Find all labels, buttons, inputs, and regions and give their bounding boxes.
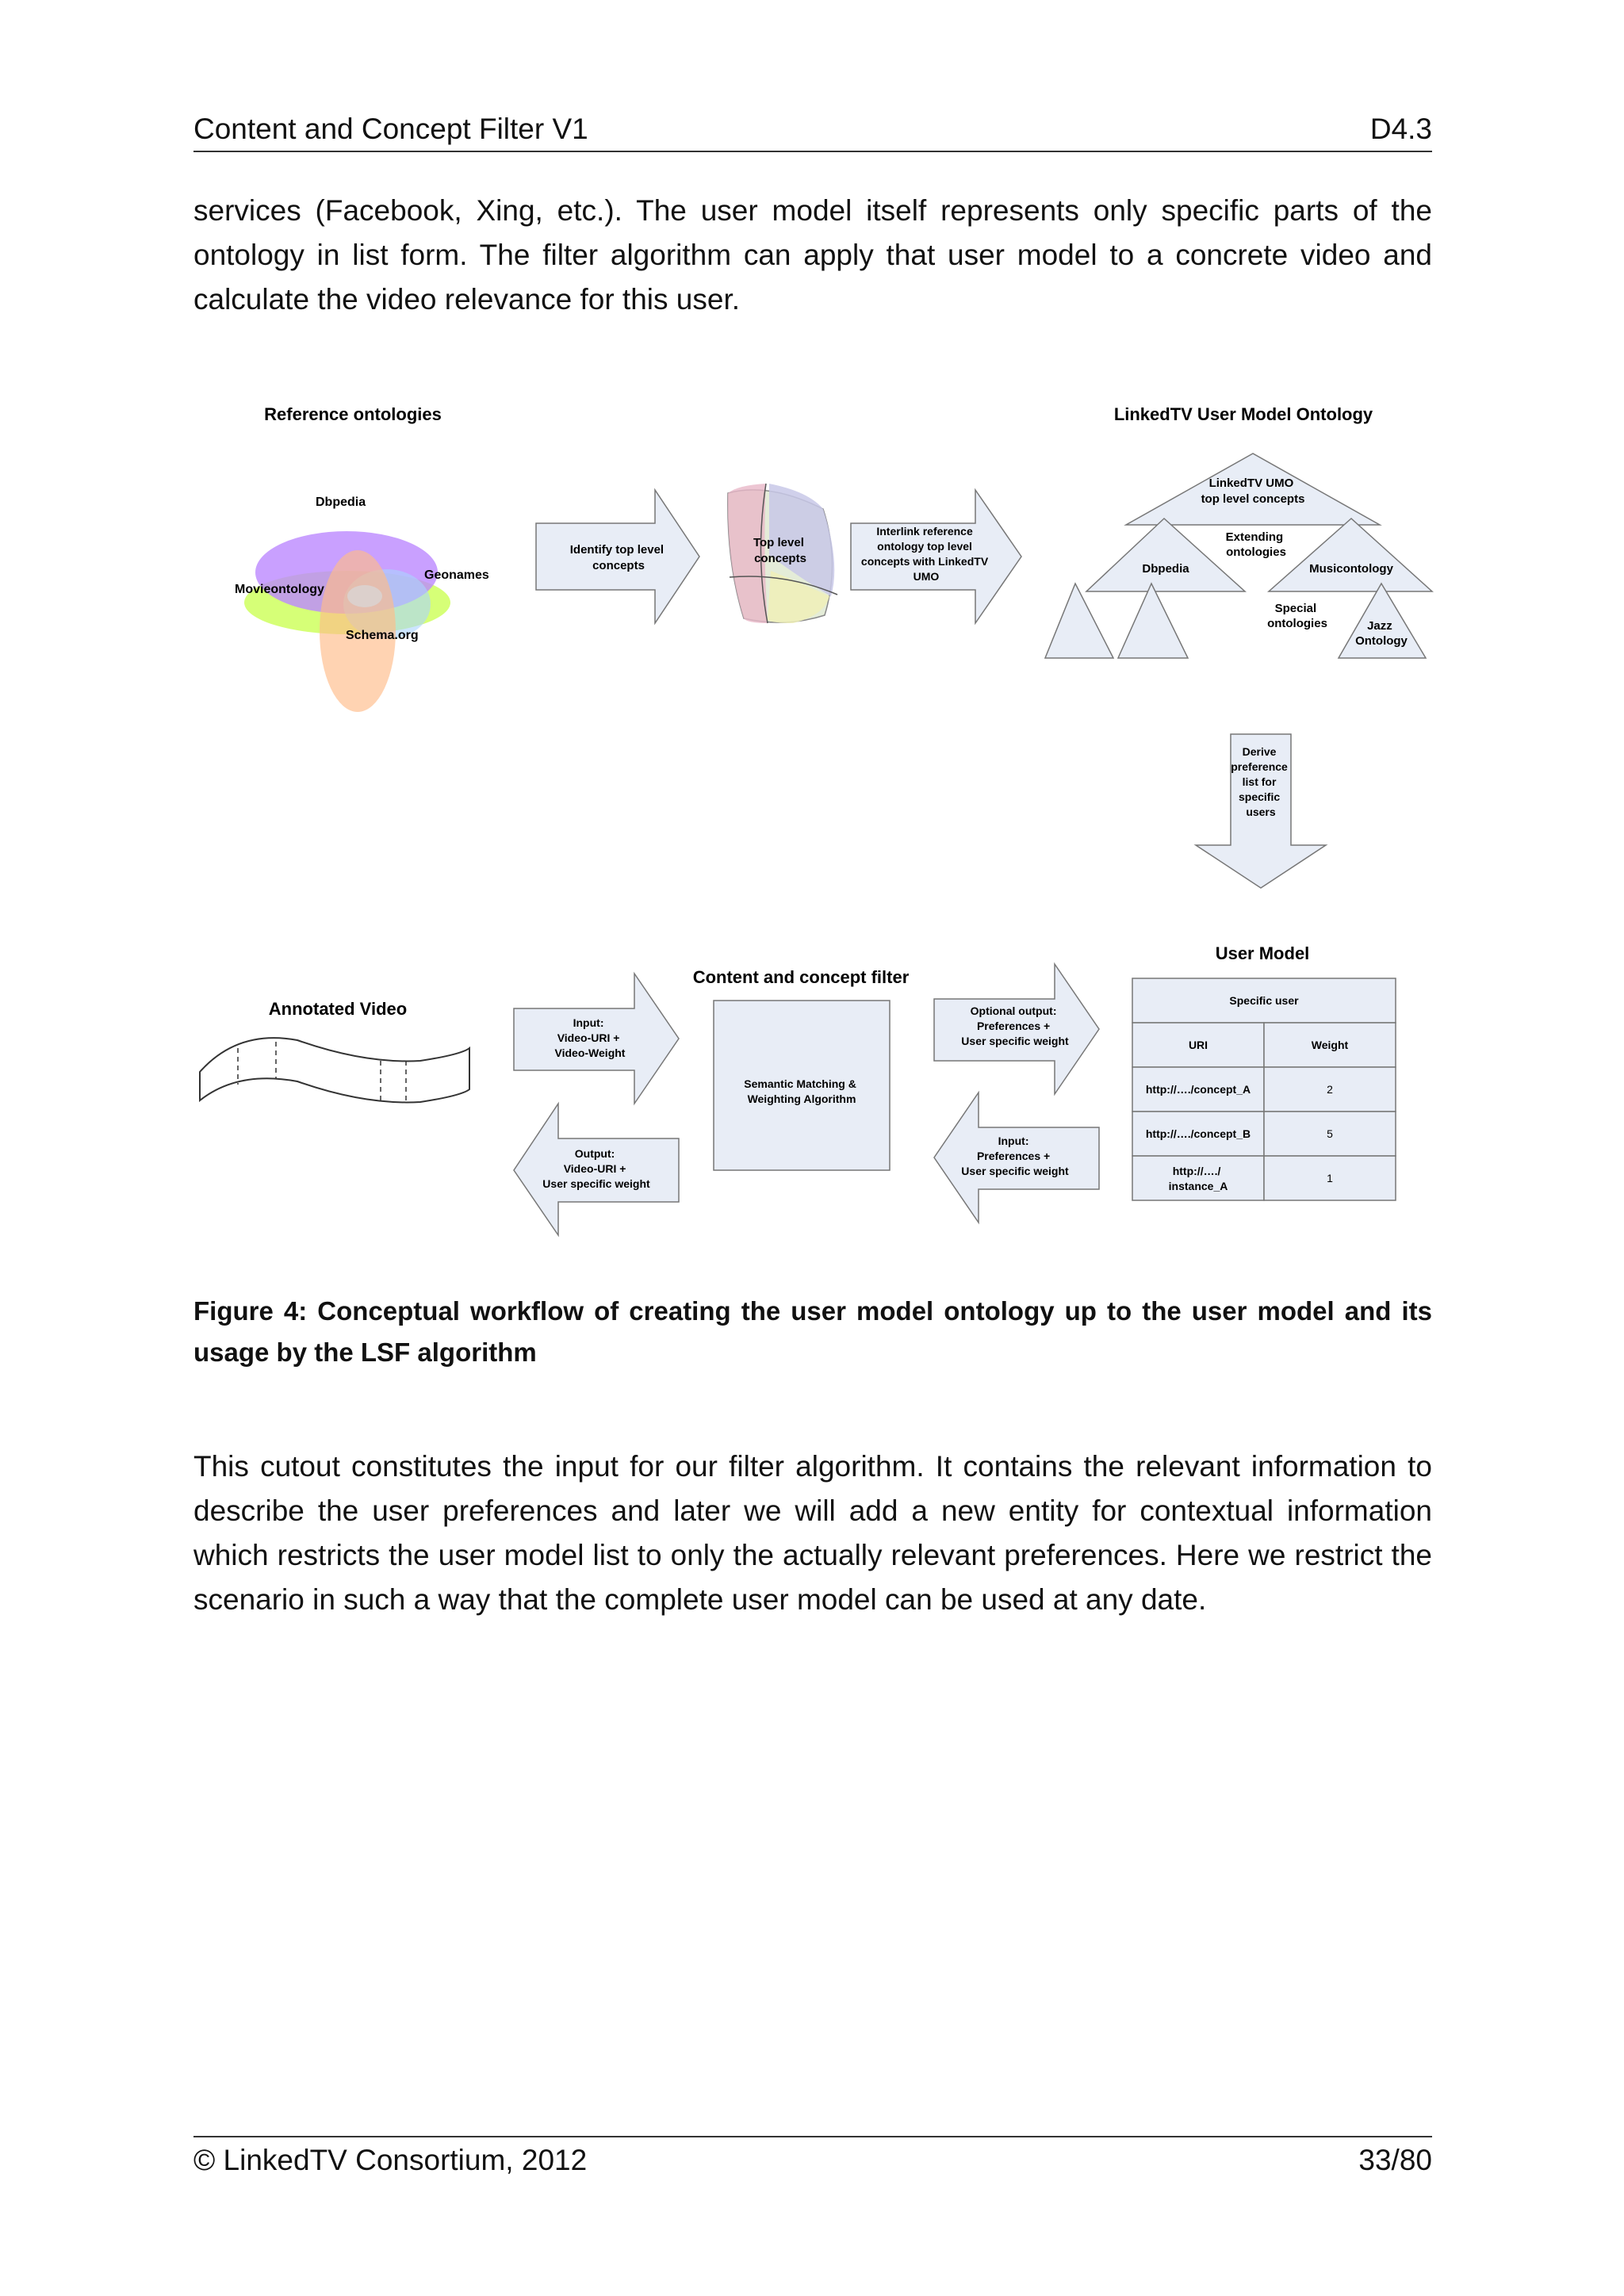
arrow-output-video-line-1: Output: xyxy=(575,1147,615,1160)
table-header-specific-user: Specific user xyxy=(1229,994,1299,1007)
svg-text:LinkedTV UMO top level con: LinkedTV UMO top level concepts xyxy=(1201,476,1305,506)
header-doc-id: D4.3 xyxy=(1369,113,1432,145)
arrow-identify-top-level xyxy=(535,488,700,626)
arrow-derive-line-2: preference xyxy=(1231,760,1288,773)
arrow-derive-line-1: Derive xyxy=(1243,745,1277,758)
svg-text:Extending ontologies: Extending ontologies xyxy=(1226,530,1287,559)
umo-special-line-2: ontologies xyxy=(1267,617,1327,630)
table-col-uri: URI xyxy=(1189,1039,1208,1051)
body-paragraph-1: services (Facebook, Xing, etc.). The use… xyxy=(193,194,1432,316)
umo-ontology-tree xyxy=(1044,453,1434,659)
table-row-3-uri-line-2: instance_A xyxy=(1169,1180,1228,1192)
table-row-3-weight: 1 xyxy=(1327,1172,1333,1184)
arrow-optional-line-3: User specific weight xyxy=(961,1035,1069,1047)
arrow-output-video xyxy=(513,1101,680,1238)
arrow-input-prefs-line-3: User specific weight xyxy=(961,1165,1069,1177)
table-row-2-uri: http://…./concept_B xyxy=(1146,1127,1251,1140)
table-row-2-weight: 5 xyxy=(1327,1127,1333,1140)
arrow-derive-line-3: list for xyxy=(1243,775,1277,788)
arrow-input-video xyxy=(513,971,680,1106)
arrow-derive-line-5: users xyxy=(1246,806,1276,818)
arrow-interlink-line-2: ontology top level xyxy=(877,540,972,553)
body-paragraph-2: This cutout constitutes the input for ou… xyxy=(193,1450,1432,1616)
umo-title: LinkedTV User Model Ontology xyxy=(1114,404,1373,424)
umo-top-line-2: top level concepts xyxy=(1201,492,1305,506)
footer-page-number: 33/80 xyxy=(1358,2144,1432,2176)
svg-text:Top level concepts: Top level concepts xyxy=(753,536,807,565)
top-level-concepts-sphere xyxy=(727,483,838,624)
arrow-derive-line-4: specific xyxy=(1239,790,1280,803)
filter-title: Content and concept filter xyxy=(693,967,910,987)
svg-text:Interlink reference ontolo: Interlink reference ontology top level c… xyxy=(861,525,991,583)
umo-musicontology: Musicontology xyxy=(1309,562,1393,576)
arrow-identify-line-2: concepts xyxy=(592,559,645,572)
umo-dbpedia: Dbpedia xyxy=(1142,562,1189,576)
svg-text:Output: Video-URI + Us: Output: Video-URI + User specific weight xyxy=(542,1147,650,1190)
annotated-video-title: Annotated Video xyxy=(269,999,407,1019)
arrow-output-video-line-2: Video-URI + xyxy=(564,1162,626,1175)
svg-text:Jazz Ontology: Jazz Ontology xyxy=(1355,619,1408,648)
umo-jazz-line-1: Jazz xyxy=(1367,619,1392,633)
page-header: Content and Concept Filter V1 D4.3 xyxy=(193,109,1432,152)
arrow-interlink-line-4: UMO xyxy=(914,570,940,583)
user-model-title: User Model xyxy=(1216,943,1310,963)
svg-text:http://…./ instance_A: http://…./ instance_A xyxy=(1169,1165,1228,1192)
arrow-output-video-line-3: User specific weight xyxy=(542,1177,650,1190)
table-row-3-uri-line-1: http://…./ xyxy=(1173,1165,1221,1177)
umo-special-line-1: Special xyxy=(1275,602,1317,615)
sphere-label-line-1: Top level xyxy=(753,536,804,549)
table-row-1-uri: http://…./concept_A xyxy=(1146,1083,1251,1096)
svg-text:Derive preference list: Derive preference list for specific user… xyxy=(1231,745,1290,818)
reference-ontologies-title: Reference ontologies xyxy=(264,404,442,424)
svg-text:Semantic Matching & Weight: Semantic Matching & Weighting Algorithm xyxy=(744,1077,859,1105)
sphere-label-line-2: concepts xyxy=(754,552,806,565)
venn-label-dbpedia: Dbpedia xyxy=(316,496,366,509)
semantic-matching-box xyxy=(713,1000,891,1171)
umo-extending-line-2: ontologies xyxy=(1226,545,1286,559)
umo-extending-line-1: Extending xyxy=(1226,530,1284,544)
venn-label-movieontology: Movieontology xyxy=(235,583,324,596)
arrow-input-video-line-1: Input: xyxy=(573,1016,604,1029)
svg-text:Input: Preferences + U: Input: Preferences + User specific weigh… xyxy=(961,1135,1069,1177)
umo-jazz-line-2: Ontology xyxy=(1355,634,1408,648)
film-strip-icon xyxy=(199,1037,470,1104)
arrow-optional-line-1: Optional output: xyxy=(971,1004,1057,1017)
venn-label-geonames: Geonames xyxy=(424,568,489,582)
svg-text:Optional output: Preferenc: Optional output: Preferences + User spec… xyxy=(961,1004,1069,1047)
page-footer: © LinkedTV Consortium, 2012 33/80 xyxy=(193,2136,1432,2180)
arrow-derive-preferences xyxy=(1193,733,1328,889)
umo-top-line-1: LinkedTV UMO xyxy=(1209,476,1294,490)
arrow-optional-output xyxy=(933,962,1100,1096)
arrow-optional-line-2: Preferences + xyxy=(977,1020,1050,1032)
workflow-figure: Reference ontologies Dbpedia Geonames Mo… xyxy=(199,404,1434,1238)
svg-text:Input: Video-URI + Vid: Input: Video-URI + Video-Weight xyxy=(555,1016,626,1059)
header-title: Content and Concept Filter V1 xyxy=(193,113,588,145)
filter-box-line-2: Weighting Algorithm xyxy=(748,1093,856,1105)
table-row-1-weight: 2 xyxy=(1327,1083,1333,1096)
svg-text:Identify top level concept: Identify top level concepts xyxy=(570,543,668,572)
arrow-input-prefs-line-2: Preferences + xyxy=(977,1150,1050,1162)
arrow-interlink xyxy=(850,488,1022,626)
arrow-input-video-line-3: Video-Weight xyxy=(555,1047,626,1059)
arrow-input-video-line-2: Video-URI + xyxy=(557,1031,620,1044)
arrow-identify-line-1: Identify top level xyxy=(570,543,664,557)
footer-copyright: © LinkedTV Consortium, 2012 xyxy=(193,2144,588,2176)
user-model-table xyxy=(1132,978,1396,1201)
arrow-interlink-line-3: concepts with LinkedTV xyxy=(861,555,989,568)
ontology-venn-diagram xyxy=(244,531,450,712)
svg-text:Special ontologies: Special ontologies xyxy=(1267,602,1327,630)
venn-label-schema-org: Schema.org xyxy=(346,629,419,642)
arrow-input-prefs-line-1: Input: xyxy=(998,1135,1029,1147)
arrow-interlink-line-1: Interlink reference xyxy=(876,525,973,538)
table-col-weight: Weight xyxy=(1312,1039,1349,1051)
figure-caption: Figure 4: Conceptual workflow of creatin… xyxy=(193,1296,1432,1367)
filter-box-line-1: Semantic Matching & xyxy=(744,1077,856,1090)
arrow-input-preferences xyxy=(933,1090,1100,1225)
